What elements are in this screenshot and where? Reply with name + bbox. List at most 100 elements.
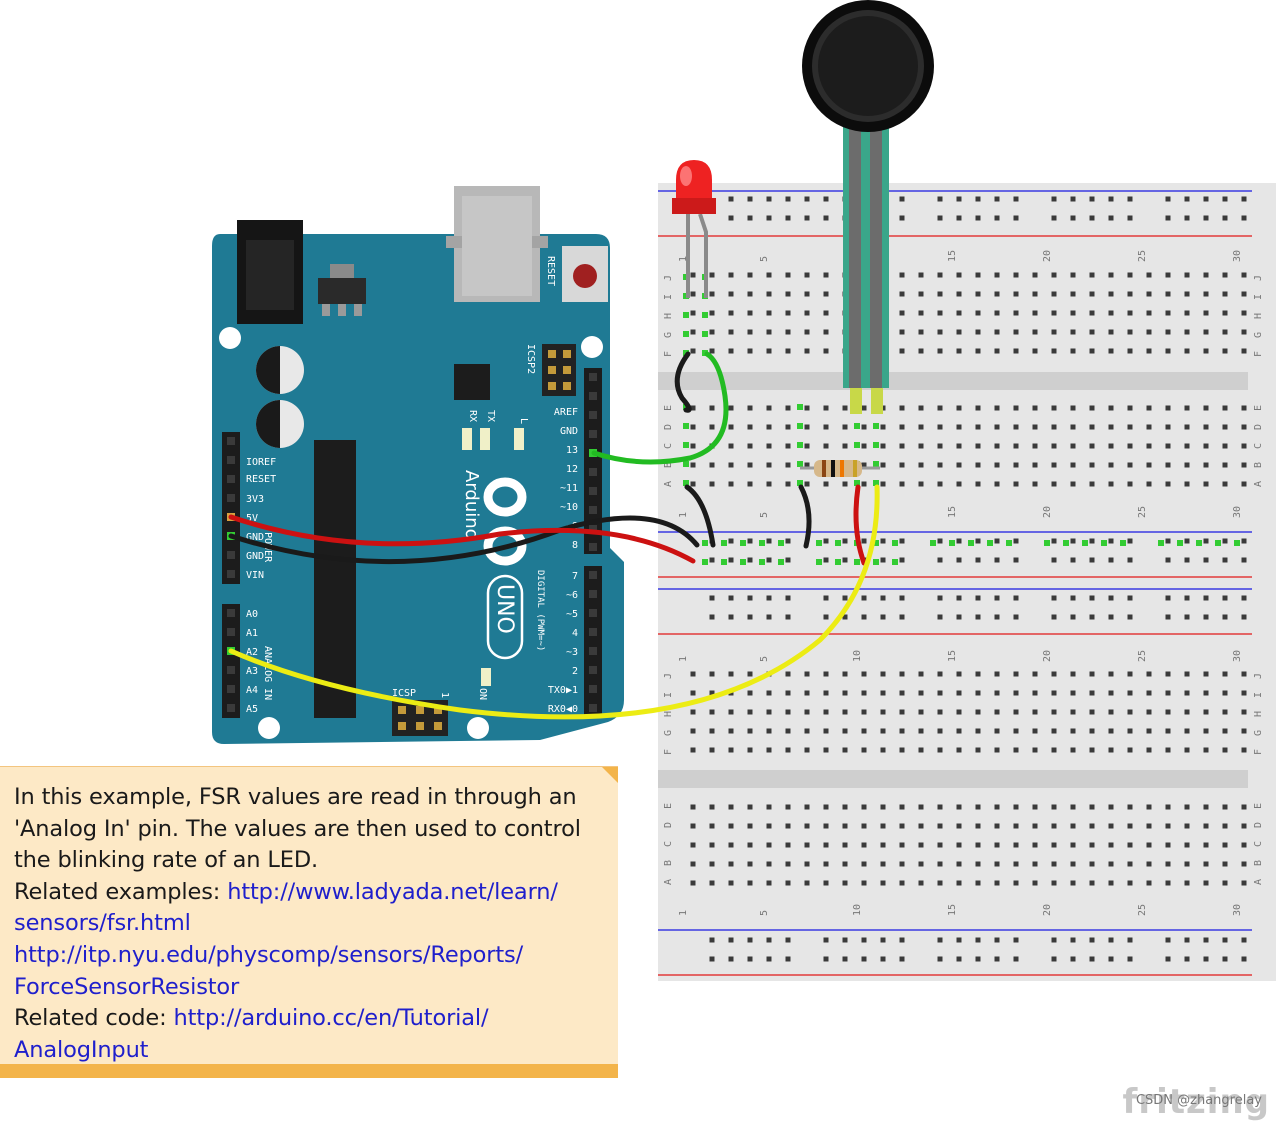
pin-a3: A3 — [246, 666, 258, 677]
reset-button[interactable] — [562, 246, 608, 302]
tx-led — [480, 428, 490, 450]
svg-text:~6: ~6 — [566, 590, 578, 601]
col-num-20: 20 — [1042, 250, 1053, 262]
arduino-tutorial-link-part1[interactable]: http://arduino.cc/en/Tutorial/ — [173, 1005, 489, 1032]
svg-text:B: B — [1253, 462, 1264, 468]
svg-text:2: 2 — [572, 666, 578, 677]
atmega-chip — [314, 440, 356, 718]
pin-gnd: GND — [560, 426, 578, 437]
svg-text:E: E — [1253, 405, 1264, 411]
note-fold-corner — [602, 767, 618, 783]
row-letters-right: J I H G F E D C B A J I H G F E D C B A — [1253, 275, 1264, 885]
csdn-watermark: CSDN @zhangrelay — [1135, 1093, 1262, 1108]
force-sensor-resistor — [802, 0, 934, 414]
digital-bottom-pin-labels: 7 ~6 ~5 4 ~3 2 TX0▶1 RX0◀0 — [548, 571, 578, 715]
uno-label: UNO — [492, 584, 517, 634]
svg-text:D: D — [1253, 822, 1264, 828]
pin-aref: AREF — [554, 407, 578, 418]
col-num-15: 15 — [947, 250, 958, 262]
svg-text:H: H — [663, 711, 674, 717]
pin-a4: A4 — [246, 685, 258, 696]
column-numbers-bottom: 1 5 10 15 20 25 30 — [678, 904, 1243, 916]
on-label: ON — [477, 688, 488, 700]
digital-header-bottom — [584, 566, 602, 718]
arduino-tutorial-link-part2[interactable]: AnalogInput — [14, 1036, 149, 1063]
related-examples-line: Related examples: http://www.ladyada.net… — [14, 877, 610, 909]
svg-text:I: I — [663, 294, 674, 300]
rx-label: RX — [467, 410, 478, 422]
analog-header — [222, 604, 240, 718]
svg-text:G: G — [1253, 332, 1264, 338]
pin-ioref: IOREF — [246, 457, 276, 468]
mounting-hole — [581, 336, 603, 358]
svg-text:F: F — [663, 749, 674, 755]
svg-text:15: 15 — [947, 506, 958, 518]
pin-vin: VIN — [246, 570, 264, 581]
description-note: In this example, FSR values are read in … — [0, 766, 618, 1078]
svg-text:1: 1 — [678, 910, 689, 916]
wire-black-jumper — [684, 484, 716, 548]
svg-text:J: J — [1253, 275, 1264, 281]
svg-text:TX0▶1: TX0▶1 — [548, 685, 578, 696]
wires — [228, 351, 880, 720]
svg-text:B: B — [663, 462, 674, 468]
breadboard-rail-holes — [697, 194, 1248, 971]
digital-label: DIGITAL (PWM=~) — [535, 570, 545, 651]
related-examples-label: Related examples: — [14, 878, 228, 905]
itp-nyu-link-part2[interactable]: ForceSensorResistor — [14, 973, 240, 1000]
pin-a5: A5 — [246, 704, 258, 715]
col-num-1: 1 — [678, 256, 689, 262]
svg-text:C: C — [663, 841, 674, 847]
wire-black-gnd — [228, 515, 700, 565]
note-text-line-1: In this example, FSR values are read in … — [14, 784, 577, 810]
pin-11: ~11 — [560, 483, 578, 494]
col-num-5: 5 — [759, 256, 770, 262]
icsp-pin-label: 1 — [439, 692, 450, 698]
pin-gnd-2: GND — [246, 551, 264, 562]
breadboard-terminal-holes — [678, 269, 1248, 892]
svg-text:1: 1 — [678, 656, 689, 662]
wire-red-5v — [228, 514, 696, 564]
mounting-hole — [258, 717, 280, 739]
column-numbers-lower: 1 5 10 15 20 25 30 — [678, 650, 1243, 662]
svg-text:B: B — [663, 860, 674, 866]
svg-text:D: D — [663, 822, 674, 828]
analog-pin-labels: A0 A1 A2 A3 A4 A5 — [246, 609, 258, 715]
svg-text:G: G — [663, 730, 674, 736]
svg-text:15: 15 — [947, 904, 958, 916]
usb-chip — [454, 364, 490, 400]
wire-black-led — [674, 351, 692, 413]
note-text-line-3: the blinking rate of an LED. — [14, 847, 319, 874]
arduino-uno-board: RESET ICSP2 RX TX L — [212, 186, 624, 744]
icsp2-header — [542, 344, 576, 396]
svg-text:J: J — [1253, 673, 1264, 679]
svg-text:5: 5 — [759, 910, 770, 916]
itp-nyu-link-part1[interactable]: http://itp.nyu.edu/physcomp/sensors/Repo… — [14, 941, 524, 968]
related-code-label: Related code: — [14, 1005, 174, 1032]
col-num-30: 30 — [1232, 250, 1243, 262]
svg-text:G: G — [663, 332, 674, 338]
mounting-hole — [219, 327, 241, 349]
svg-text:10: 10 — [852, 904, 863, 916]
svg-text:30: 30 — [1232, 904, 1243, 916]
analog-in-label: ANALOG IN — [262, 646, 273, 700]
capacitor — [256, 400, 304, 448]
pin-10: ~10 — [560, 502, 578, 513]
svg-text:C: C — [1253, 443, 1264, 449]
svg-text:I: I — [1253, 692, 1264, 698]
ladyada-link-part2[interactable]: sensors/fsr.html — [14, 910, 191, 937]
related-code-line: Related code: http://arduino.cc/en/Tutor… — [14, 1003, 610, 1035]
row-letters-left: J I H G F E D C B A J I H G F E D C B A — [663, 275, 674, 885]
svg-text:H: H — [663, 313, 674, 319]
svg-text:D: D — [663, 424, 674, 430]
ladyada-link-part1[interactable]: http://www.ladyada.net/learn/ — [227, 878, 558, 905]
wire-black-resistor — [798, 484, 812, 549]
svg-text:~5: ~5 — [566, 609, 578, 620]
svg-text:E: E — [663, 803, 674, 809]
pin-a2: A2 — [246, 647, 258, 658]
l-label: L — [518, 418, 529, 424]
svg-text:J: J — [663, 673, 674, 679]
svg-text:I: I — [663, 692, 674, 698]
note-text-line-2: 'Analog In' pin. The values are then use… — [14, 815, 581, 842]
